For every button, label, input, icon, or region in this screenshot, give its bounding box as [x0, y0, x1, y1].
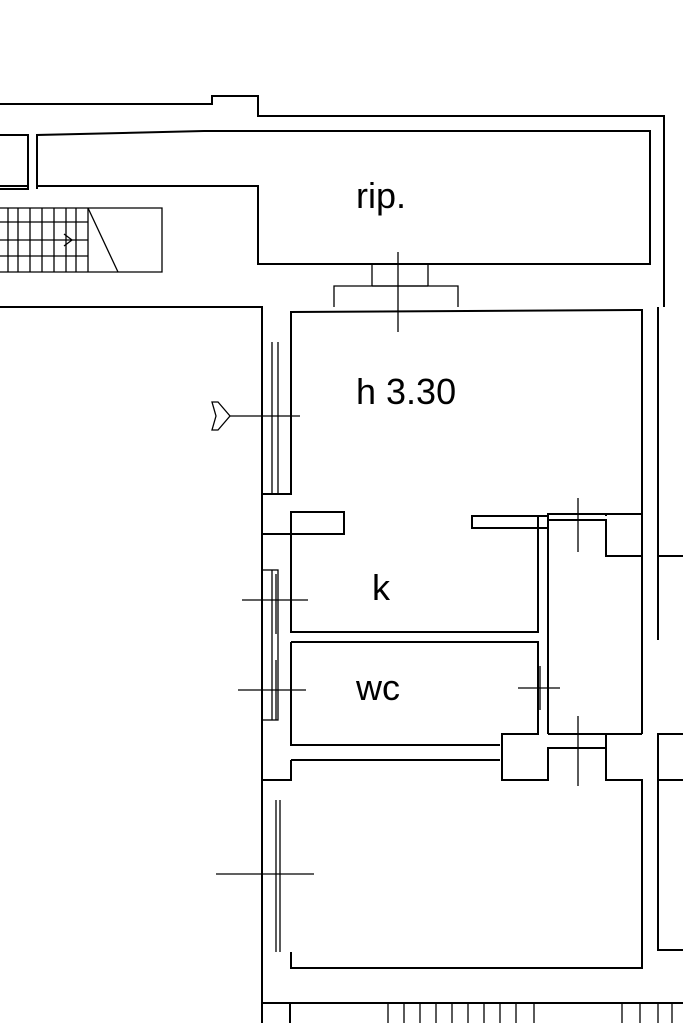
door-arrow-icon	[211, 401, 231, 431]
door-corridor-upper	[556, 498, 604, 552]
room-label-kitchen: k	[372, 567, 391, 608]
window-left-lower	[216, 800, 314, 952]
staircase-bottom	[387, 1003, 673, 1023]
apartment-walls	[258, 306, 683, 1023]
door-rip	[333, 252, 459, 332]
room-label-storage: rip.	[356, 175, 406, 216]
door-corridor-lower	[556, 716, 604, 786]
window-left-upper	[230, 342, 300, 494]
staircase-top	[0, 207, 163, 273]
room-label-wc: wc	[355, 667, 400, 708]
window-left-kitchen	[238, 569, 308, 721]
door-wc	[518, 666, 560, 710]
room-label-height: h 3.30	[356, 371, 456, 412]
outer-walls-top	[0, 95, 665, 308]
